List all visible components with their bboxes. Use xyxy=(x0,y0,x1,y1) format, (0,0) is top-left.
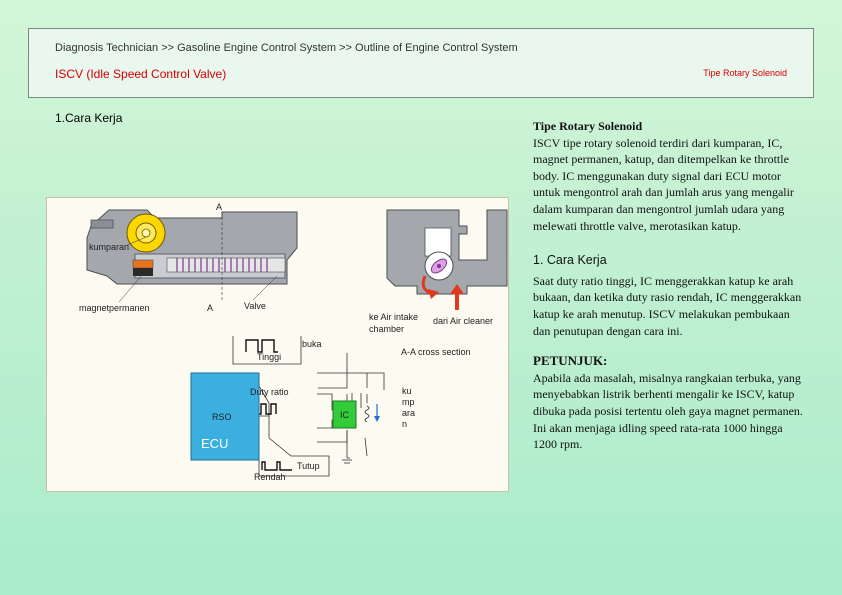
label-cleaner: dari Air cleaner xyxy=(433,316,493,326)
label-kumparan-v3: ara xyxy=(402,408,415,418)
petunjuk-heading: PETUNJUK: xyxy=(533,353,608,369)
iscv-diagram: A kumparan magnetpermanen A Valve ke Air… xyxy=(46,197,509,492)
label-duty: Duty ratio xyxy=(250,387,289,397)
label-rso: RSO xyxy=(212,412,232,422)
label-rendah: Rendah xyxy=(254,472,286,482)
label-kumparan: kumparan xyxy=(89,242,129,252)
label-valve: Valve xyxy=(244,301,266,311)
description-column: Tipe Rotary Solenoid ISCV tipe rotary so… xyxy=(533,118,807,453)
label-a-top: A xyxy=(216,202,222,212)
label-intake-1: ke Air intake xyxy=(369,312,418,322)
diagram-svg: A kumparan magnetpermanen A Valve ke Air… xyxy=(79,202,508,482)
label-a-bottom: A xyxy=(207,303,213,313)
header-subtitle: Tipe Rotary Solenoid xyxy=(703,68,787,78)
ecu-box xyxy=(190,372,260,461)
label-kumparan-v4: n xyxy=(402,419,407,429)
ic-box xyxy=(332,400,357,429)
label-tinggi: Tinggi xyxy=(257,352,281,362)
label-magnet: magnetpermanen xyxy=(79,303,150,313)
page-title: ISCV (Idle Speed Control Valve) xyxy=(55,67,227,81)
label-ecu: ECU xyxy=(201,436,228,451)
iscv-body xyxy=(86,209,298,285)
label-section: A-A cross section xyxy=(401,347,471,357)
description-paragraph-2: Saat duty ratio tinggi, IC menggerakkan … xyxy=(533,273,802,338)
section-heading: 1.Cara Kerja xyxy=(55,111,123,125)
description-paragraph-3: Apabila ada masalah, misalnya rangkaian … xyxy=(533,370,803,452)
label-kumparan-v1: ku xyxy=(402,386,412,396)
label-kumparan-v2: mp xyxy=(402,397,415,407)
flow-arrows xyxy=(421,275,464,310)
coil-winding xyxy=(176,258,268,272)
description-paragraph-1: ISCV tipe rotary solenoid terdiri dari k… xyxy=(533,135,794,233)
label-buka: buka xyxy=(302,339,322,349)
cross-section xyxy=(386,209,508,295)
breadcrumb: Diagnosis Technician >> Gasoline Engine … xyxy=(55,42,518,54)
description-heading: Tipe Rotary Solenoid xyxy=(533,119,643,133)
label-ic: IC xyxy=(340,410,350,420)
label-intake-2: chamber xyxy=(369,324,404,334)
header-panel: Diagnosis Technician >> Gasoline Engine … xyxy=(28,28,814,98)
coil-symbol xyxy=(364,404,380,423)
label-tutup: Tutup xyxy=(297,461,320,471)
cara-kerja-heading: 1. Cara Kerja xyxy=(533,253,607,268)
